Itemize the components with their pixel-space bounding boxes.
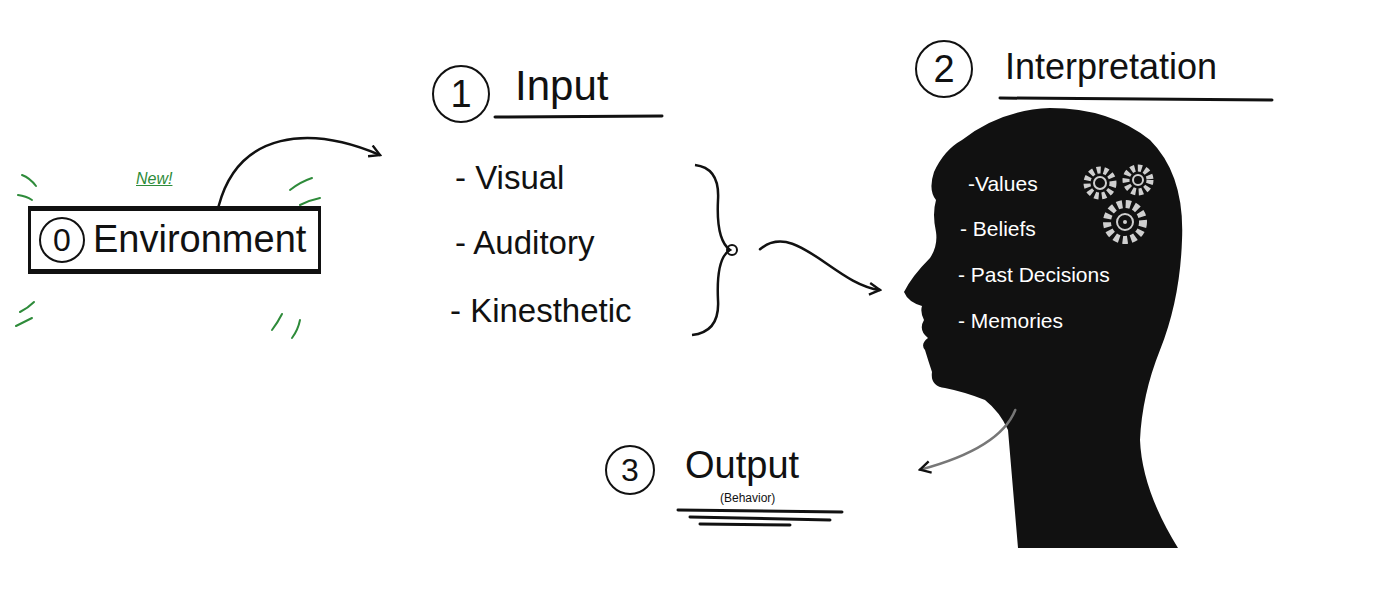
curved-arrow: [920, 410, 1015, 470]
sub-label: (Behavior): [720, 492, 775, 505]
section-heading: Input: [515, 63, 608, 109]
callout-number: 1: [432, 65, 490, 123]
interpretation-head: 2 Interpretation -Values - Beliefs - Past De…: [880, 35, 1290, 550]
output-group: 3 Output (Behavior): [600, 440, 920, 530]
list-item: - Kinesthetic: [450, 293, 632, 329]
head-item: - Memories: [958, 309, 1063, 332]
input-group: 1 Input - Visual - Auditory - Kinesthetic: [380, 55, 760, 345]
curved-arrow: [219, 138, 380, 206]
callout-number: 3: [605, 445, 655, 495]
section-heading: Interpretation: [1005, 47, 1217, 87]
head-silhouette: [904, 108, 1182, 548]
head-item: - Beliefs: [960, 217, 1036, 240]
curved-arrow: [760, 241, 880, 289]
brace-loop: [727, 245, 737, 255]
head-item: - Past Decisions: [958, 263, 1110, 286]
list-item: - Auditory: [455, 225, 594, 261]
curly-brace: [692, 165, 730, 335]
emphasis-ticks: [16, 175, 320, 338]
list-item: - Visual: [455, 160, 564, 196]
note-label: New!: [136, 170, 172, 188]
environment-box: 0Environment: [28, 206, 321, 274]
head-item: -Values: [968, 172, 1038, 195]
node-title: Environment: [93, 219, 306, 261]
section-heading: Output: [685, 445, 799, 487]
gears-icon: [1087, 168, 1150, 240]
callout-number: 0: [39, 217, 85, 263]
callout-number: 2: [915, 40, 973, 98]
